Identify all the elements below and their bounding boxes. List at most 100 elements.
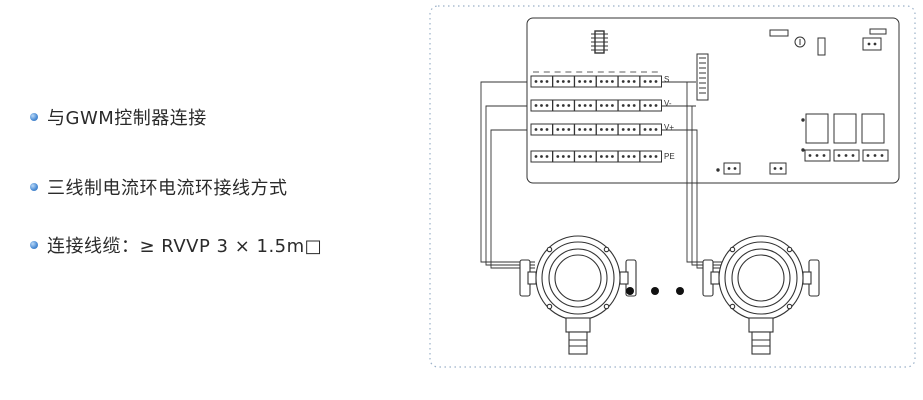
- terminal-pin: [589, 128, 592, 131]
- terminal-pin: [654, 128, 658, 131]
- terminal-pin: [556, 104, 560, 107]
- terminal-pin: [621, 128, 625, 131]
- terminal-pin: [534, 155, 538, 158]
- terminal-pin: [654, 104, 658, 107]
- bullet-dot-icon: [30, 183, 38, 191]
- terminal-pin: [632, 155, 636, 158]
- jumper-icon: [817, 37, 826, 56]
- terminal-pin: [567, 155, 571, 158]
- terminal-pin: [621, 104, 625, 107]
- terminal-pin: [649, 80, 652, 83]
- two-pin-terminal-icon: [723, 162, 741, 175]
- terminal-pin: [600, 128, 603, 131]
- terminal-pin: [632, 128, 636, 131]
- terminal-pin: [561, 128, 565, 131]
- gas-detector-left: [519, 235, 637, 355]
- terminal-pin: [545, 128, 549, 131]
- bullet-text: 与GWM控制器连接: [47, 108, 207, 129]
- terminal-pin: [545, 104, 549, 107]
- terminal-pin: [583, 104, 587, 107]
- terminal-pin: [545, 155, 549, 158]
- terminal-pin: [567, 80, 571, 83]
- terminal-pin: [605, 80, 609, 83]
- two-pin-terminal-icon: [862, 37, 882, 51]
- terminal-pin: [632, 104, 636, 107]
- terminal-pin: [534, 128, 538, 131]
- terminal-pin: [540, 128, 543, 131]
- terminal-pin: [540, 80, 543, 83]
- bullet-dot-icon: [30, 241, 38, 249]
- two-pin-terminal-icon: [769, 162, 787, 175]
- terminal-pin: [621, 155, 625, 158]
- terminal-pin: [561, 155, 565, 158]
- terminal-blocks: [530, 71, 662, 163]
- bullet-item-wiring-mode: 三线制电流环电流环接线方式: [30, 174, 288, 200]
- terminal-pin: [605, 128, 609, 131]
- terminal-pin: [600, 104, 603, 107]
- terminal-pin: [556, 80, 560, 83]
- bullet-item-controller: 与GWM控制器连接: [30, 104, 207, 130]
- controller-board: [526, 17, 900, 184]
- terminal-pin: [561, 80, 565, 83]
- bullet-text: 三线制电流环电流环接线方式: [47, 178, 288, 199]
- terminal-pin: [578, 80, 581, 83]
- terminal-pin: [611, 80, 614, 83]
- terminal-pin: [561, 104, 565, 107]
- terminal-label-vplus: V+: [664, 123, 674, 132]
- terminal-pin: [578, 155, 581, 158]
- terminal-pin: [567, 128, 571, 131]
- terminal-pin: [534, 104, 538, 107]
- terminal-pin: [578, 104, 581, 107]
- terminal-label-pe: PE: [664, 152, 675, 161]
- small-connector-icon: [769, 29, 789, 37]
- terminal-pin: [627, 80, 631, 83]
- terminal-pin: [649, 104, 652, 107]
- terminal-pin: [589, 80, 592, 83]
- small-connector-icon: [869, 28, 887, 35]
- chip-icon: [591, 30, 608, 54]
- bullet-text: 连接线缆：≥ RVVP 3 × 1.5m□: [47, 236, 323, 257]
- bullet-dot-icon: [30, 113, 38, 121]
- terminal-pin: [611, 155, 614, 158]
- terminal-pin: [545, 80, 549, 83]
- gas-detector-right: [702, 235, 820, 355]
- terminal-pin: [583, 128, 587, 131]
- terminal-pin: [643, 155, 647, 158]
- terminal-pin: [654, 155, 658, 158]
- terminal-pin: [643, 104, 647, 107]
- terminal-pin: [654, 80, 658, 83]
- terminal-pin: [556, 155, 560, 158]
- terminal-pin: [611, 128, 614, 131]
- terminal-pin: [583, 80, 587, 83]
- terminal-pin: [600, 155, 603, 158]
- terminal-pin: [600, 80, 603, 83]
- terminal-pin: [589, 155, 592, 158]
- terminal-pin: [605, 155, 609, 158]
- terminal-pin: [540, 155, 543, 158]
- terminal-pin: [605, 104, 609, 107]
- terminal-pin: [611, 104, 614, 107]
- terminal-pin: [621, 80, 625, 83]
- potentiometer-icon: [794, 36, 806, 48]
- header-connector-icon: [696, 53, 709, 101]
- terminal-pin: [534, 80, 538, 83]
- terminal-pin: [632, 80, 636, 83]
- terminal-pin: [643, 80, 647, 83]
- terminal-pin: [589, 104, 592, 107]
- terminal-pin: [627, 155, 631, 158]
- terminal-pin: [643, 128, 647, 131]
- terminal-pin: [627, 104, 631, 107]
- relay-block: [801, 113, 889, 162]
- terminal-pin: [649, 128, 652, 131]
- terminal-pin: [583, 155, 587, 158]
- terminal-pin: [578, 128, 581, 131]
- bullet-item-cable: 连接线缆：≥ RVVP 3 × 1.5m□: [30, 232, 322, 258]
- terminal-pin: [540, 104, 543, 107]
- terminal-pin: [556, 128, 560, 131]
- terminal-pin: [649, 155, 652, 158]
- more-devices-ellipsis-icon: [626, 287, 684, 295]
- terminal-pin: [627, 128, 631, 131]
- terminal-label-s: S: [664, 75, 669, 84]
- terminal-label-vminus: V-: [664, 99, 672, 108]
